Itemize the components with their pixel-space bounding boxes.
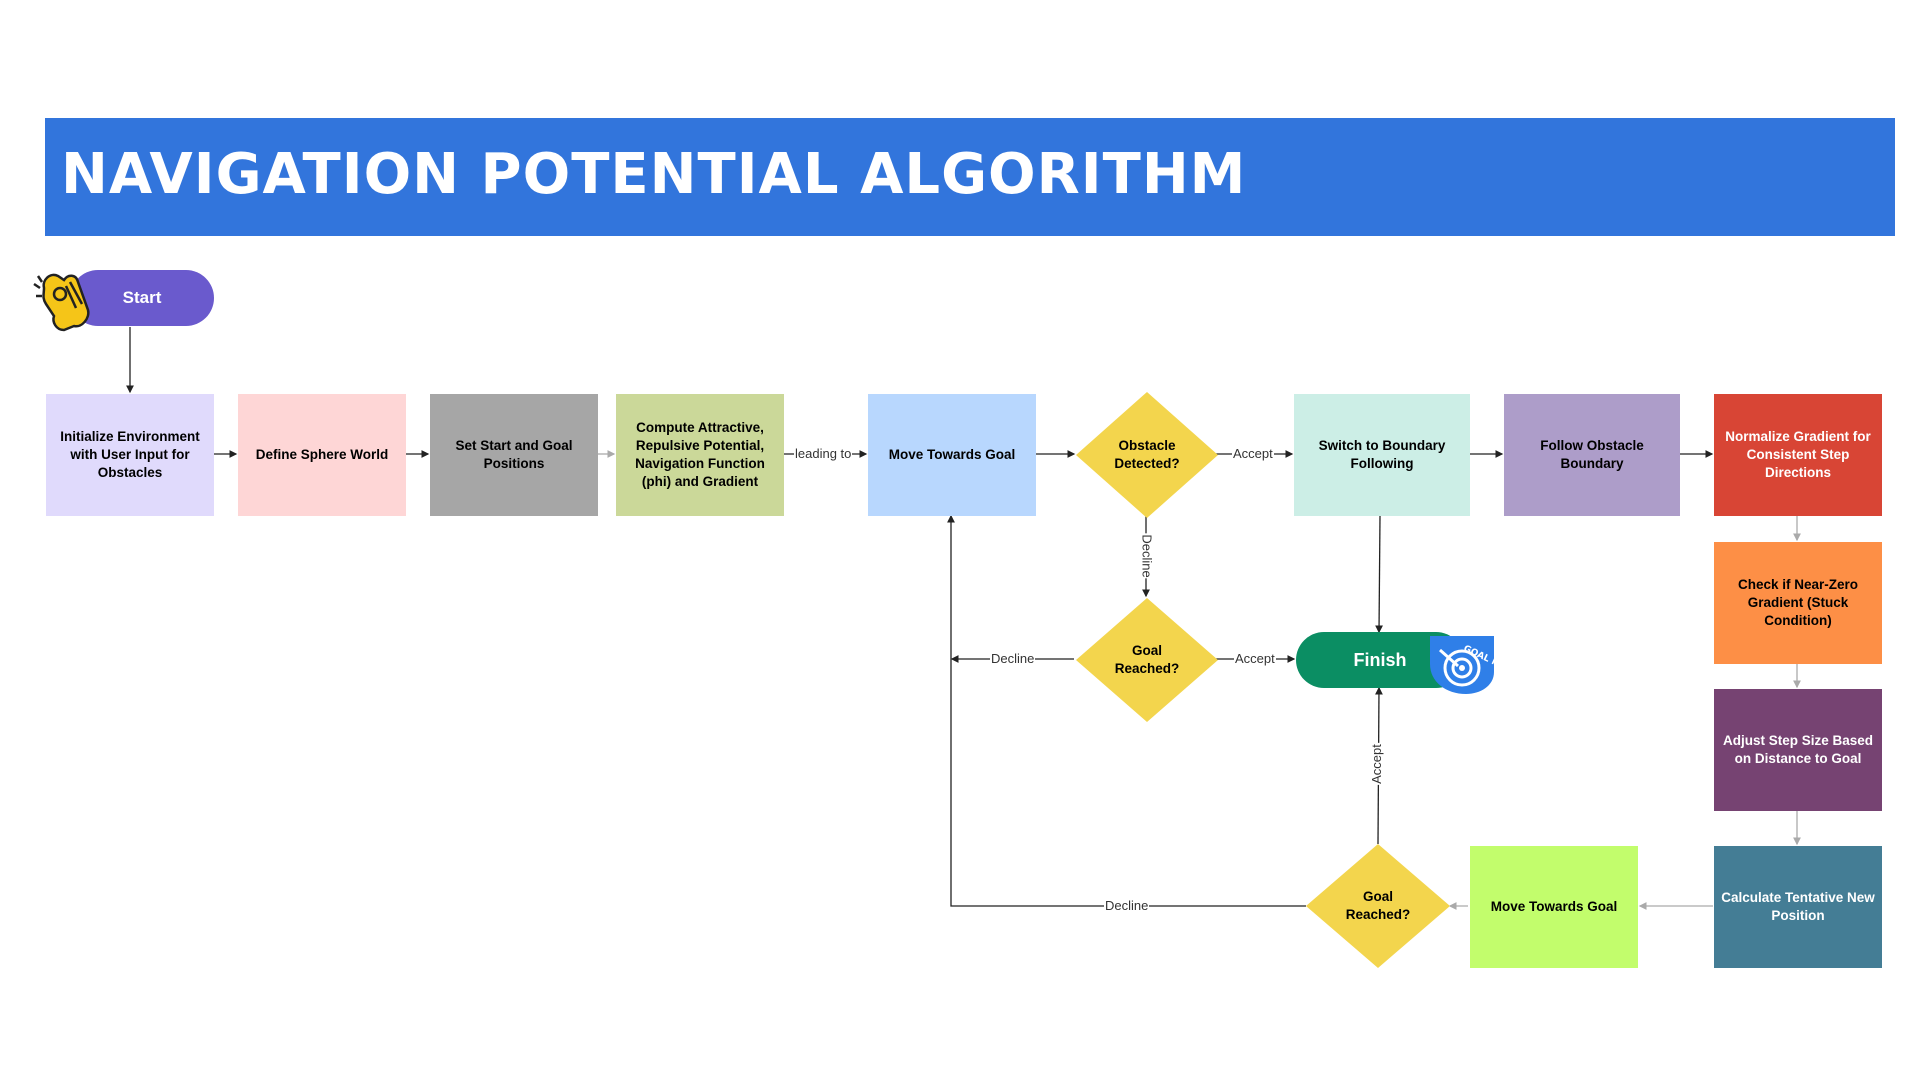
node-calculate-position: Calculate Tentative New Position [1714,846,1882,968]
diamond-shape [1306,844,1450,968]
node-follow-obstacle-boundary: Follow Obstacle Boundary [1504,394,1680,516]
node-adjust-step-size: Adjust Step Size Based on Distance to Go… [1714,689,1882,811]
node-compute-potential-label: Compute Attractive, Repulsive Potential,… [635,420,765,489]
edge-label-decline-obstacle: Decline [1138,533,1155,579]
node-normalize-gradient-label: Normalize Gradient for Consistent Step D… [1725,429,1871,480]
page-title: NAVIGATION POTENTIAL ALGORITHM [61,142,1247,207]
node-check-near-zero-label: Check if Near-Zero Gradient (Stuck Condi… [1737,577,1859,628]
node-define-sphere-world: Define Sphere World [238,394,406,516]
node-init-environment-label: Initialize Environment with User Input f… [60,429,200,480]
waving-hand-icon [33,273,90,332]
start-terminal: Start [70,270,214,326]
node-follow-boundary-label: Follow Obstacle Boundary [1540,438,1644,471]
edge-label-accept-goal-1: Accept [1234,651,1276,667]
node-move-towards-goal-2: Move Towards Goal [1470,846,1638,968]
edge-switch-finish [1375,515,1383,634]
edge-label-decline-goal-2: Decline [1104,898,1150,914]
decision-goal-1-label: Goal Reached? [1114,643,1180,676]
decision-goal-reached-2: Goal Reached? [1306,844,1450,968]
edge-goal2-back [947,514,1306,907]
edge-label-accept-goal-2: Accept [1368,743,1385,785]
node-check-near-zero: Check if Near-Zero Gradient (Stuck Condi… [1714,542,1882,664]
edge-label-leading-to: leading to [794,446,853,462]
node-define-sphere-world-label: Define Sphere World [255,447,389,462]
target-badge-icon: GOAL MET! [1430,636,1500,694]
node-set-start-goal-label: Set Start and Goal Positions [455,438,573,471]
title-banner: NAVIGATION POTENTIAL ALGORITHM [45,118,1895,236]
node-switch-boundary: Switch to Boundary Following [1294,394,1470,516]
node-normalize-gradient: Normalize Gradient for Consistent Step D… [1714,394,1882,516]
edge-label-decline-goal-1: Decline [990,651,1036,667]
decision-goal-2-label: Goal Reached? [1345,889,1411,922]
node-set-start-goal: Set Start and Goal Positions [430,394,598,516]
decision-obstacle-label: Obstacle Detected? [1114,438,1180,471]
node-switch-boundary-label: Switch to Boundary Following [1318,438,1446,471]
node-compute-potential: Compute Attractive, Repulsive Potential,… [616,394,784,516]
node-init-environment: Initialize Environment with User Input f… [46,394,214,516]
decision-goal-reached-1: Goal Reached? [1076,598,1218,722]
start-label: Start [122,288,162,307]
node-move-towards-goal-1: Move Towards Goal [868,394,1036,516]
decision-obstacle-detected: Obstacle Detected? [1076,392,1218,518]
finish-label: Finish [1353,649,1407,670]
node-move-towards-goal-1-label: Move Towards Goal [888,447,1016,462]
diamond-shape [1076,598,1218,722]
node-adjust-step-size-label: Adjust Step Size Based on Distance to Go… [1722,733,1874,766]
diamond-shape [1076,392,1218,518]
node-calculate-position-label: Calculate Tentative New Position [1721,890,1875,923]
node-move-towards-goal-2-label: Move Towards Goal [1490,899,1618,914]
edge-label-accept-obstacle: Accept [1232,446,1274,462]
